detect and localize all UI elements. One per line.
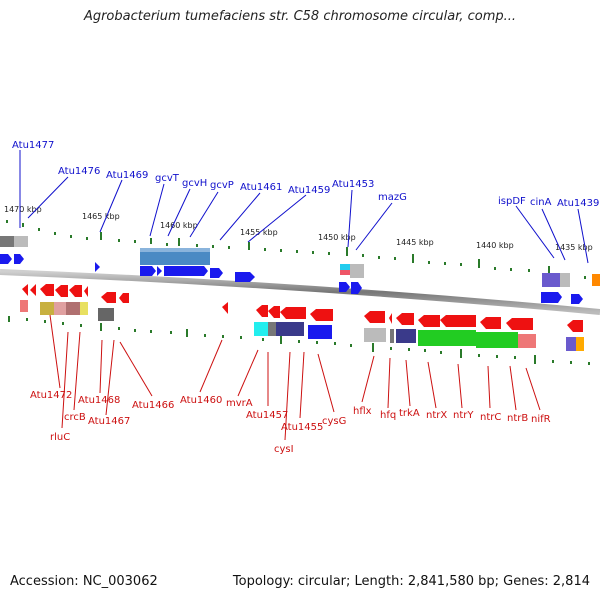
tick-label-1455: 1455 kbp	[240, 228, 278, 237]
gene-label-gcvT[interactable]: gcvT	[155, 173, 180, 184]
tick-label-1450: 1450 kbp	[318, 233, 356, 242]
gene-label-cinA[interactable]: cinA	[530, 197, 552, 208]
gene-label-atu1453[interactable]: Atu1453	[332, 179, 374, 190]
gene-label-cysI[interactable]: cysI	[274, 444, 294, 455]
gene-label-atu1477[interactable]: Atu1477	[12, 140, 54, 151]
inner-tick-track	[8, 316, 590, 365]
gene-label-atu1455[interactable]: Atu1455	[281, 422, 323, 433]
forward-leader-lines	[19, 150, 589, 264]
gene-label-atu1466[interactable]: Atu1466	[132, 400, 174, 411]
gene-label-atu1439[interactable]: Atu1439	[557, 198, 599, 209]
tick-label-1445: 1445 kbp	[396, 238, 434, 247]
gene-label-ntrX[interactable]: ntrX	[426, 410, 447, 421]
gene-label-atu1460[interactable]: Atu1460	[180, 395, 222, 406]
gene-label-nifR[interactable]: nifR	[531, 414, 551, 425]
gene-label-atu1476[interactable]: Atu1476	[58, 166, 100, 177]
outer-tick-track	[6, 220, 586, 279]
gene-label-atu1469[interactable]: Atu1469	[106, 170, 148, 181]
tick-label-1440: 1440 kbp	[476, 241, 514, 250]
gene-label-hflx[interactable]: hflx	[353, 406, 372, 417]
forward-gene-labels[interactable]: Atu1477 Atu1476 Atu1469 gcvT gcvH gcvP A…	[12, 140, 599, 209]
gene-label-atu1472[interactable]: Atu1472	[30, 390, 72, 401]
gene-label-atu1468[interactable]: Atu1468	[78, 395, 120, 406]
gene-label-gcvH[interactable]: gcvH	[182, 178, 207, 189]
reverse-strand-genes[interactable]	[22, 284, 583, 332]
tick-label-1435: 1435 kbp	[555, 243, 593, 252]
gene-label-ntrB[interactable]: ntrB	[507, 413, 528, 424]
map-title: Agrobacterium tumefaciens str. C58 chrom…	[83, 9, 517, 24]
gene-label-atu1467[interactable]: Atu1467	[88, 416, 130, 427]
gene-label-rluC[interactable]: rluC	[50, 432, 70, 443]
forward-strand-genes[interactable]	[0, 254, 583, 304]
tick-label-1460: 1460 kbp	[160, 221, 198, 230]
reverse-leader-lines	[49, 314, 541, 441]
gene-label-hfq[interactable]: hfq	[380, 410, 396, 421]
tick-label-1465: 1465 kbp	[82, 212, 120, 221]
topology-text: Topology: circular; Length: 2,841,580 bp…	[232, 574, 590, 589]
gene-label-ispDF[interactable]: ispDF	[498, 196, 526, 207]
forward-strand-features	[0, 236, 600, 287]
gene-label-ntrC[interactable]: ntrC	[480, 412, 501, 423]
reverse-gene-labels[interactable]: Atu1472 rluC crcB Atu1468 Atu1467 Atu146…	[30, 390, 551, 455]
kbp-tick-labels: 1470 kbp 1465 kbp 1460 kbp 1455 kbp 1450…	[4, 205, 593, 252]
accession-text: Accession: NC_003062	[10, 574, 158, 589]
gene-label-crcB[interactable]: crcB	[64, 412, 86, 423]
gene-label-atu1457[interactable]: Atu1457	[246, 410, 288, 421]
chromosome-backbone	[0, 269, 600, 315]
tick-label-1470: 1470 kbp	[4, 205, 42, 214]
gene-label-cysG[interactable]: cysG	[322, 416, 346, 427]
gene-label-mazG[interactable]: mazG	[378, 192, 407, 203]
gene-label-ntrY[interactable]: ntrY	[453, 410, 474, 421]
gene-label-gcvP[interactable]: gcvP	[210, 180, 234, 191]
gene-label-trkA[interactable]: trkA	[399, 408, 420, 419]
reverse-strand-features	[20, 300, 584, 351]
gene-label-mvrA[interactable]: mvrA	[226, 398, 253, 409]
gene-label-atu1461[interactable]: Atu1461	[240, 182, 282, 193]
gene-label-atu1459[interactable]: Atu1459	[288, 185, 330, 196]
